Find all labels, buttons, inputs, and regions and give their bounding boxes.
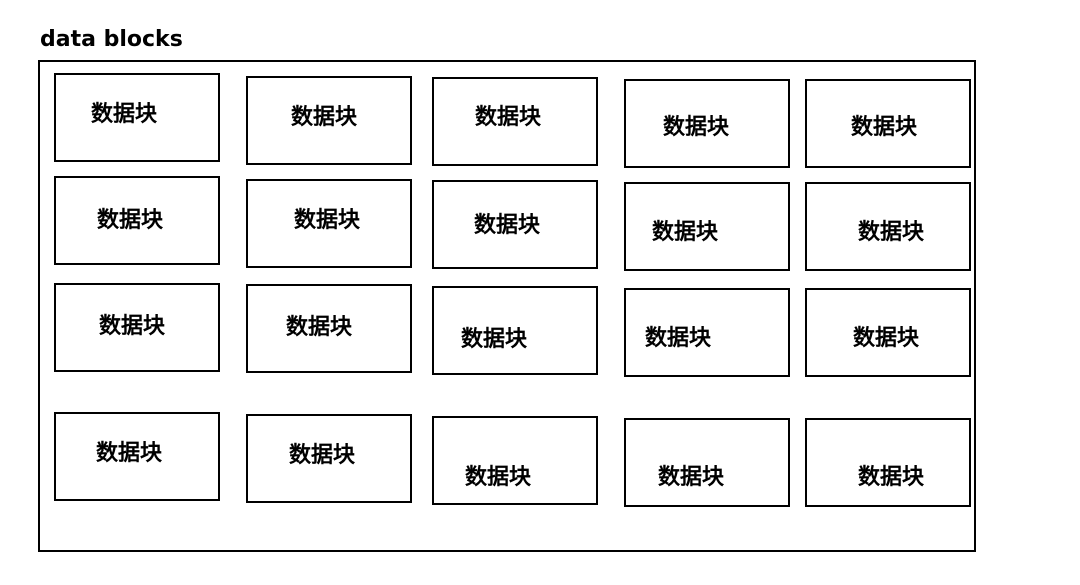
data-block-label: 数据块 [289,443,356,468]
data-block-label: 数据块 [858,465,925,490]
data-block-label: 数据块 [658,465,725,490]
data-block-label: 数据块 [286,315,353,340]
data-block: 数据块 [246,179,412,268]
data-block: 数据块 [805,182,971,271]
data-block: 数据块 [805,418,971,507]
data-block-label: 数据块 [853,326,920,351]
data-blocks-container: 数据块 数据块 数据块 数据块 数据块 数据块 数据块 数据块 数据块 数据块 … [38,60,976,552]
data-block: 数据块 [805,288,971,377]
data-block: 数据块 [432,77,598,166]
data-block: 数据块 [624,79,790,168]
data-block: 数据块 [246,414,412,503]
data-block: 数据块 [54,283,220,372]
data-block-label: 数据块 [652,220,719,245]
data-block: 数据块 [54,412,220,501]
data-block: 数据块 [624,288,790,377]
data-block-label: 数据块 [461,327,528,352]
data-block-label: 数据块 [475,105,542,130]
data-block-label: 数据块 [99,314,166,339]
data-block-label: 数据块 [294,208,361,233]
data-block-label: 数据块 [474,213,541,238]
data-block-label: 数据块 [97,208,164,233]
data-block-label: 数据块 [291,105,358,130]
data-block-label: 数据块 [91,102,158,127]
data-block-label: 数据块 [96,441,163,466]
data-block: 数据块 [432,286,598,375]
data-block: 数据块 [246,284,412,373]
data-block-label: 数据块 [851,115,918,140]
data-block: 数据块 [624,418,790,507]
data-block-label: 数据块 [465,465,532,490]
data-block: 数据块 [432,180,598,269]
data-block: 数据块 [54,176,220,265]
data-block-label: 数据块 [645,326,712,351]
data-block-label: 数据块 [663,115,730,140]
data-block: 数据块 [54,73,220,162]
data-block-label: 数据块 [858,220,925,245]
data-block: 数据块 [805,79,971,168]
data-block: 数据块 [432,416,598,505]
data-block: 数据块 [246,76,412,165]
diagram-title: data blocks [40,27,183,52]
data-block: 数据块 [624,182,790,271]
